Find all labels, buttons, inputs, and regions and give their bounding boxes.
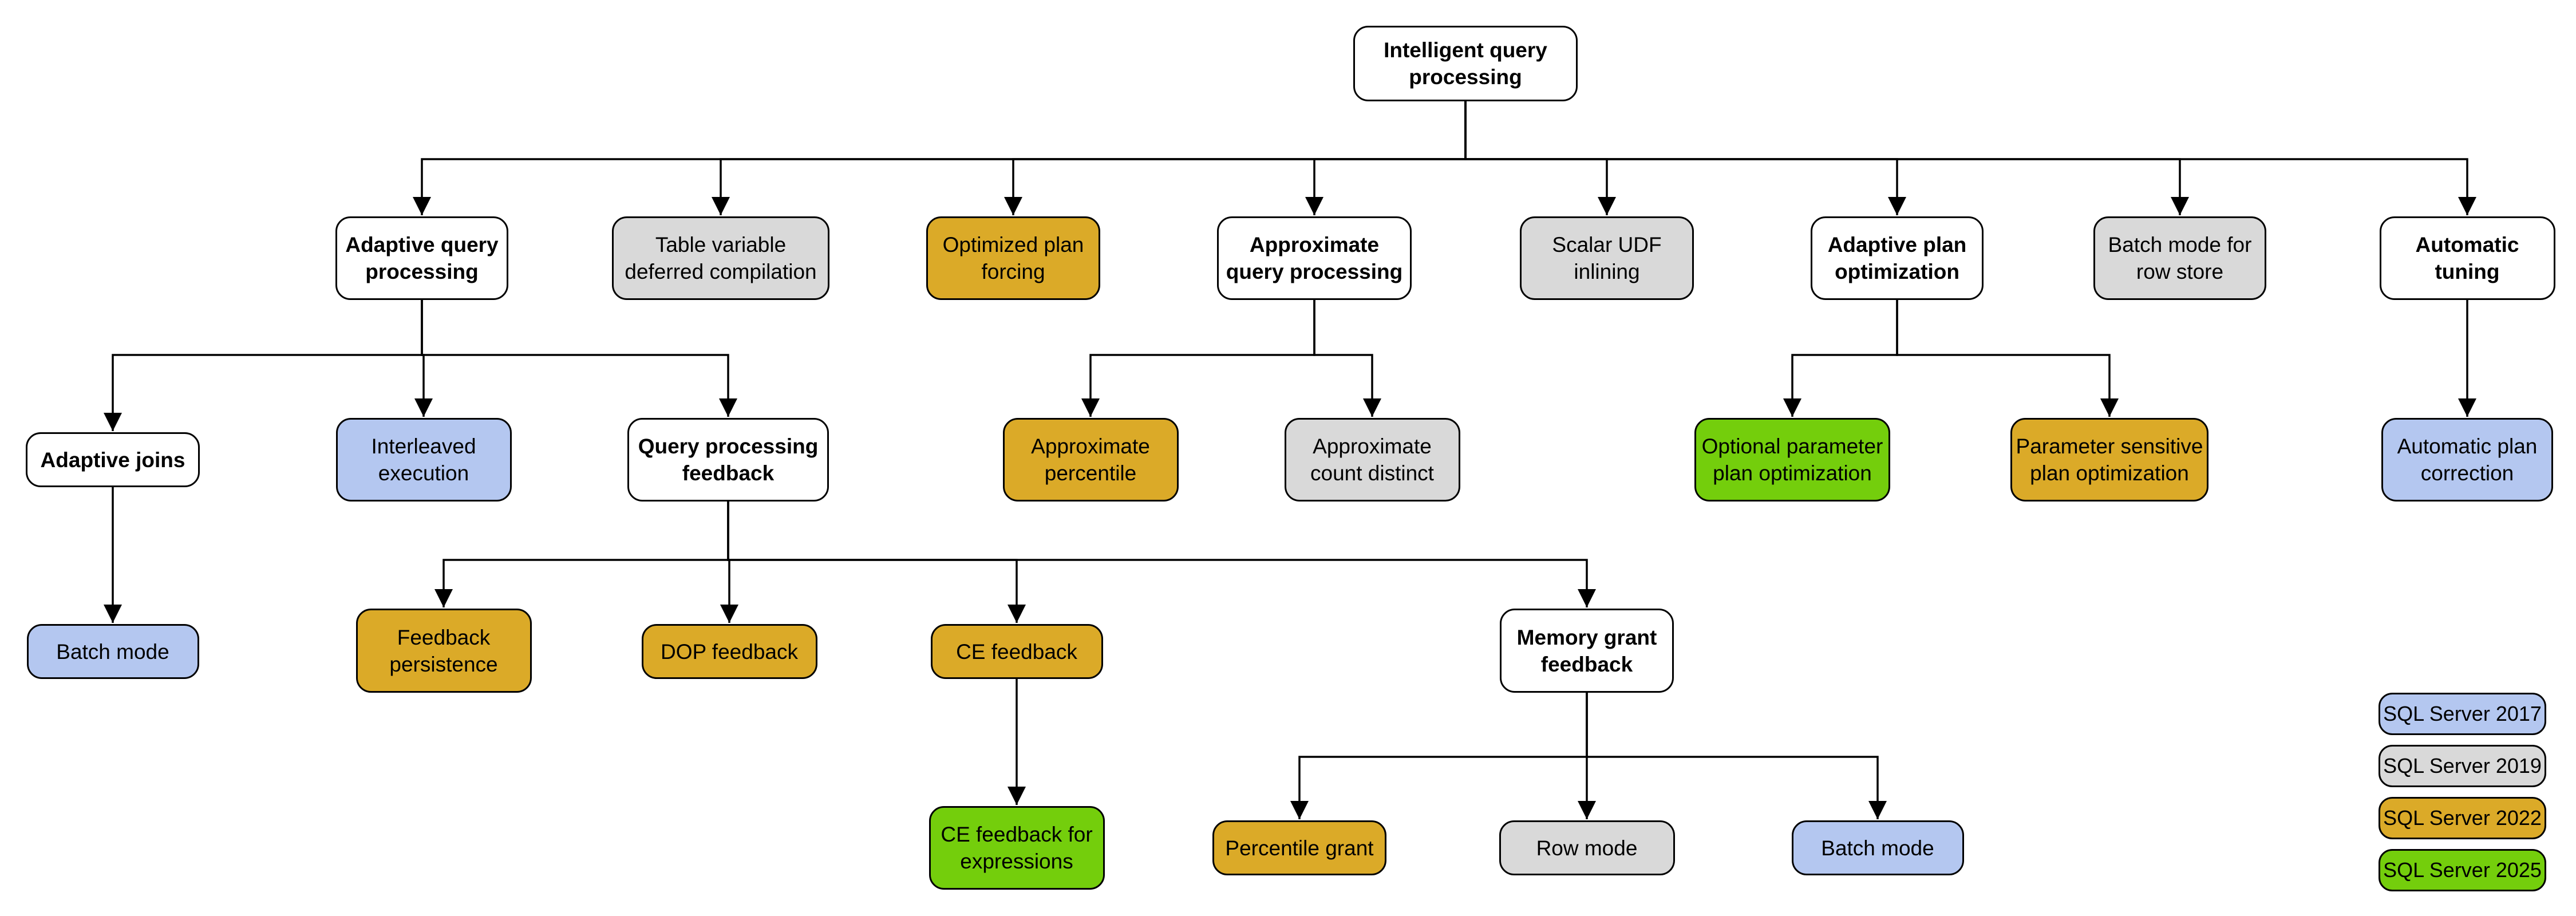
node-rm: Row mode xyxy=(1499,820,1675,875)
node-label-line: Intelligent query xyxy=(1384,38,1547,62)
node-label-line: Batch mode for xyxy=(2108,233,2252,256)
node-label-line: Approximate xyxy=(1031,435,1150,458)
node-label-line: percentile xyxy=(1044,461,1137,485)
edge-aqp-to-aj xyxy=(104,300,423,431)
node-at: Automatic tuning xyxy=(2379,216,2555,300)
node-label-line: Automatic plan xyxy=(2397,435,2538,458)
node-fp: Feedback persistence xyxy=(355,609,532,693)
node-iqp: Intelligent query processing xyxy=(1353,26,1578,101)
node-label-line: processing xyxy=(365,260,479,283)
edge-apqp-to-ap xyxy=(1081,300,1315,417)
edge-qpf-to-cef xyxy=(727,502,1026,623)
node-tvdc: Table variable deferred compilation xyxy=(612,216,829,300)
node-ap: Approximate percentile xyxy=(1002,418,1179,502)
node-label-line: tuning xyxy=(2435,260,2500,283)
node-label-line: row store xyxy=(2136,260,2224,283)
node-label-line: correction xyxy=(2420,461,2514,485)
node-label-line: persistence xyxy=(389,652,498,676)
node-bm1: Batch mode xyxy=(26,624,199,679)
edge-mgf-to-pg xyxy=(1290,693,1588,819)
node-label-line: Memory grant xyxy=(1516,625,1657,649)
node-label-line: Automatic xyxy=(2415,233,2519,256)
node-label-line: Interleaved xyxy=(371,435,476,458)
node-oppo: Optional parameter plan optimization xyxy=(1694,418,1890,502)
node-label-line: count distinct xyxy=(1310,461,1434,485)
node-label-line: plan optimization xyxy=(1713,461,1872,485)
node-label-line: Row mode xyxy=(1536,836,1638,860)
node-label-line: DOP feedback xyxy=(661,639,798,664)
node-label-line: Adaptive plan xyxy=(1827,233,1967,256)
node-label-line: Optimized plan xyxy=(942,233,1084,256)
node-label-line: feedback xyxy=(1540,652,1633,676)
edge-iqp-to-apqp xyxy=(1305,101,1467,215)
edge-qpf-to-fp xyxy=(434,502,729,607)
node-label-line: feedback xyxy=(682,461,775,485)
node-label-line: Approximate xyxy=(1249,233,1380,256)
node-label-line: execution xyxy=(378,461,469,485)
node-label-line: Table variable xyxy=(655,233,787,256)
node-label-line: Batch mode xyxy=(1821,836,1934,860)
node-label-line: Optional parameter xyxy=(1701,435,1883,458)
edge-apo-to-oppo xyxy=(1783,300,1898,417)
node-label-line: processing xyxy=(1409,65,1522,89)
node-apo: Adaptive plan optimization xyxy=(1811,216,1984,300)
node-bmrs: Batch mode for row store xyxy=(2093,216,2266,300)
node-label-line: Adaptive query xyxy=(345,233,499,256)
node-label-line: Adaptive joins xyxy=(40,448,185,472)
node-label-line: Scalar UDF xyxy=(1552,233,1662,256)
node-label-line: plan optimization xyxy=(2030,461,2189,485)
node-ie: Interleaved execution xyxy=(335,418,512,502)
node-aqp: Adaptive query processing xyxy=(335,216,508,300)
node-sudf: Scalar UDF inlining xyxy=(1520,216,1694,300)
legend-item-sql-server-2025: SQL Server 2025 xyxy=(2379,849,2546,891)
legend-item-sql-server-2019: SQL Server 2019 xyxy=(2379,745,2546,787)
edge-apo-to-pspo xyxy=(1896,300,2119,417)
node-label-line: expressions xyxy=(960,850,1073,873)
node-acd: Approximate count distinct xyxy=(1284,418,1460,502)
node-apc: Automatic plan correction xyxy=(2381,418,2553,502)
edge-paths xyxy=(104,101,2476,819)
node-bm2: Batch mode xyxy=(1791,820,1964,875)
node-label-line: CE feedback xyxy=(956,639,1077,664)
node-label-line: CE feedback for xyxy=(941,823,1093,846)
node-label-line: Percentile grant xyxy=(1225,836,1374,860)
node-label-line: deferred compilation xyxy=(625,260,817,283)
node-apqp: Approximate query processing xyxy=(1217,216,1412,300)
node-label-line: Approximate xyxy=(1313,435,1432,458)
node-label-line: optimization xyxy=(1835,260,1959,283)
node-label-line: query processing xyxy=(1226,260,1403,283)
node-label-line: Parameter sensitive xyxy=(2016,435,2203,458)
edge-mgf-to-bm2 xyxy=(1586,693,1887,819)
legend-item-sql-server-2022: SQL Server 2022 xyxy=(2379,797,2546,839)
node-label-line: Query processing xyxy=(638,435,819,458)
node-label-line: Batch mode xyxy=(56,639,169,664)
edge-aqp-to-qpf xyxy=(421,300,737,417)
edge-iqp-to-at xyxy=(1464,101,2476,215)
node-aj: Adaptive joins xyxy=(26,432,200,487)
node-label-line: Feedback xyxy=(397,625,491,649)
node-pspo: Parameter sensitive plan optimization xyxy=(2010,418,2208,502)
edge-qpf-to-mgf xyxy=(727,502,1596,607)
node-pg: Percentile grant xyxy=(1212,820,1386,875)
node-dop: DOP feedback xyxy=(641,624,817,679)
node-label-line: forcing xyxy=(981,260,1045,283)
node-opf: Optimized plan forcing xyxy=(926,216,1100,300)
edge-apqp-to-acd xyxy=(1313,300,1381,417)
node-cefe: CE feedback for expressions xyxy=(929,806,1105,890)
legend-item-sql-server-2017: SQL Server 2017 xyxy=(2379,693,2546,735)
node-label-line: inlining xyxy=(1574,260,1640,283)
node-cef: CE feedback xyxy=(930,624,1103,679)
node-qpf: Query processing feedback xyxy=(627,418,829,502)
node-mgf: Memory grant feedback xyxy=(1500,609,1674,693)
